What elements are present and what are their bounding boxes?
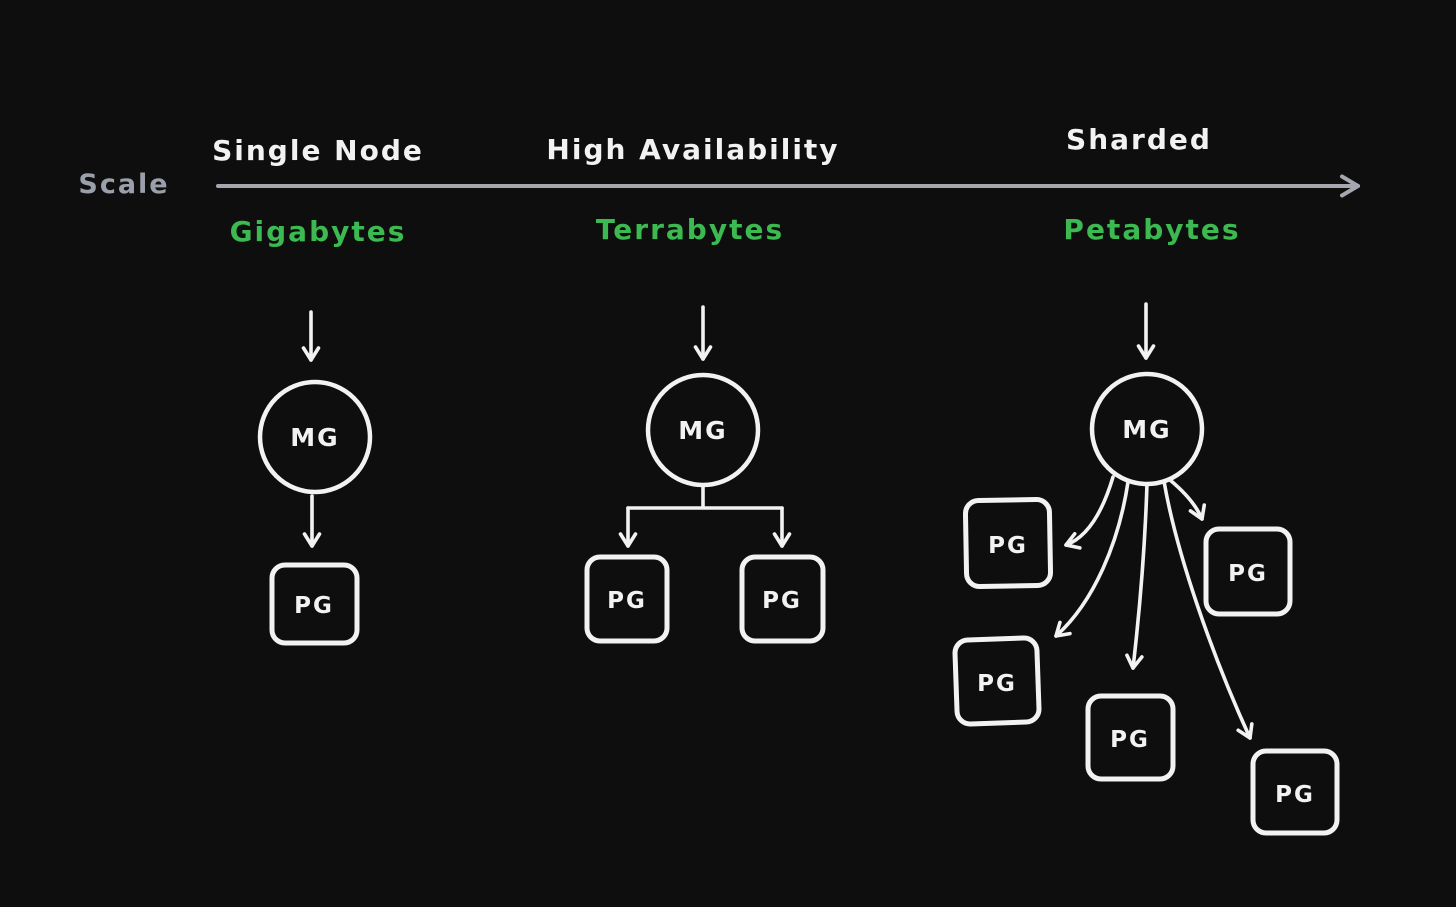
stage-size-terrabytes: Terrabytes [596,213,784,246]
pg-node-label: PG [607,588,647,614]
scale-axis: Scale [78,169,1360,200]
stage-title-single-node: Single Node [212,134,424,167]
pg-node-label: PG [1110,727,1150,753]
pg-node-box [1203,526,1293,617]
replication-connector [626,484,784,510]
mg-node-label: MG [290,423,339,452]
stage-sharded-diagram: MG PG PG PG PG PG [952,302,1340,836]
mg-node-label: MG [1122,415,1171,444]
shard-arrow-4 [1125,482,1149,670]
shard-arrow-1 [1064,475,1115,550]
pg-node-label: PG [988,533,1028,559]
scale-label: Scale [78,169,169,200]
pg-node-box [1250,748,1340,836]
stage-single-node-diagram: MG PG [257,310,373,646]
mg-node-circle [257,379,373,495]
pg-node-box [1085,693,1176,782]
pg-node-box [739,554,826,644]
pg-node-box [269,562,360,646]
pg-node-label: PG [1228,561,1268,587]
shard-arrow-2 [1168,478,1207,521]
pg-node-label: PG [294,593,334,619]
stage-title-high-availability: High Availability [546,133,839,166]
shard-arrow-5 [1162,479,1254,740]
stage-size-petabytes: Petabytes [1063,213,1240,246]
pg-node-box [584,554,670,644]
stage-headers: Single Node High Availability Sharded Gi… [212,123,1240,248]
stage-high-availability-diagram: MG PG PG [584,305,826,644]
mg-node-label: MG [678,416,727,445]
pg-node-label: PG [762,588,802,614]
pg-node-label: PG [1275,782,1315,808]
stage-size-gigabytes: Gigabytes [230,215,407,248]
pg-node-label: PG [977,671,1017,697]
shard-arrow-3 [1054,480,1130,638]
pg-node-box [952,635,1042,727]
pg-node-box [962,496,1054,590]
stage-title-sharded: Sharded [1066,123,1212,156]
